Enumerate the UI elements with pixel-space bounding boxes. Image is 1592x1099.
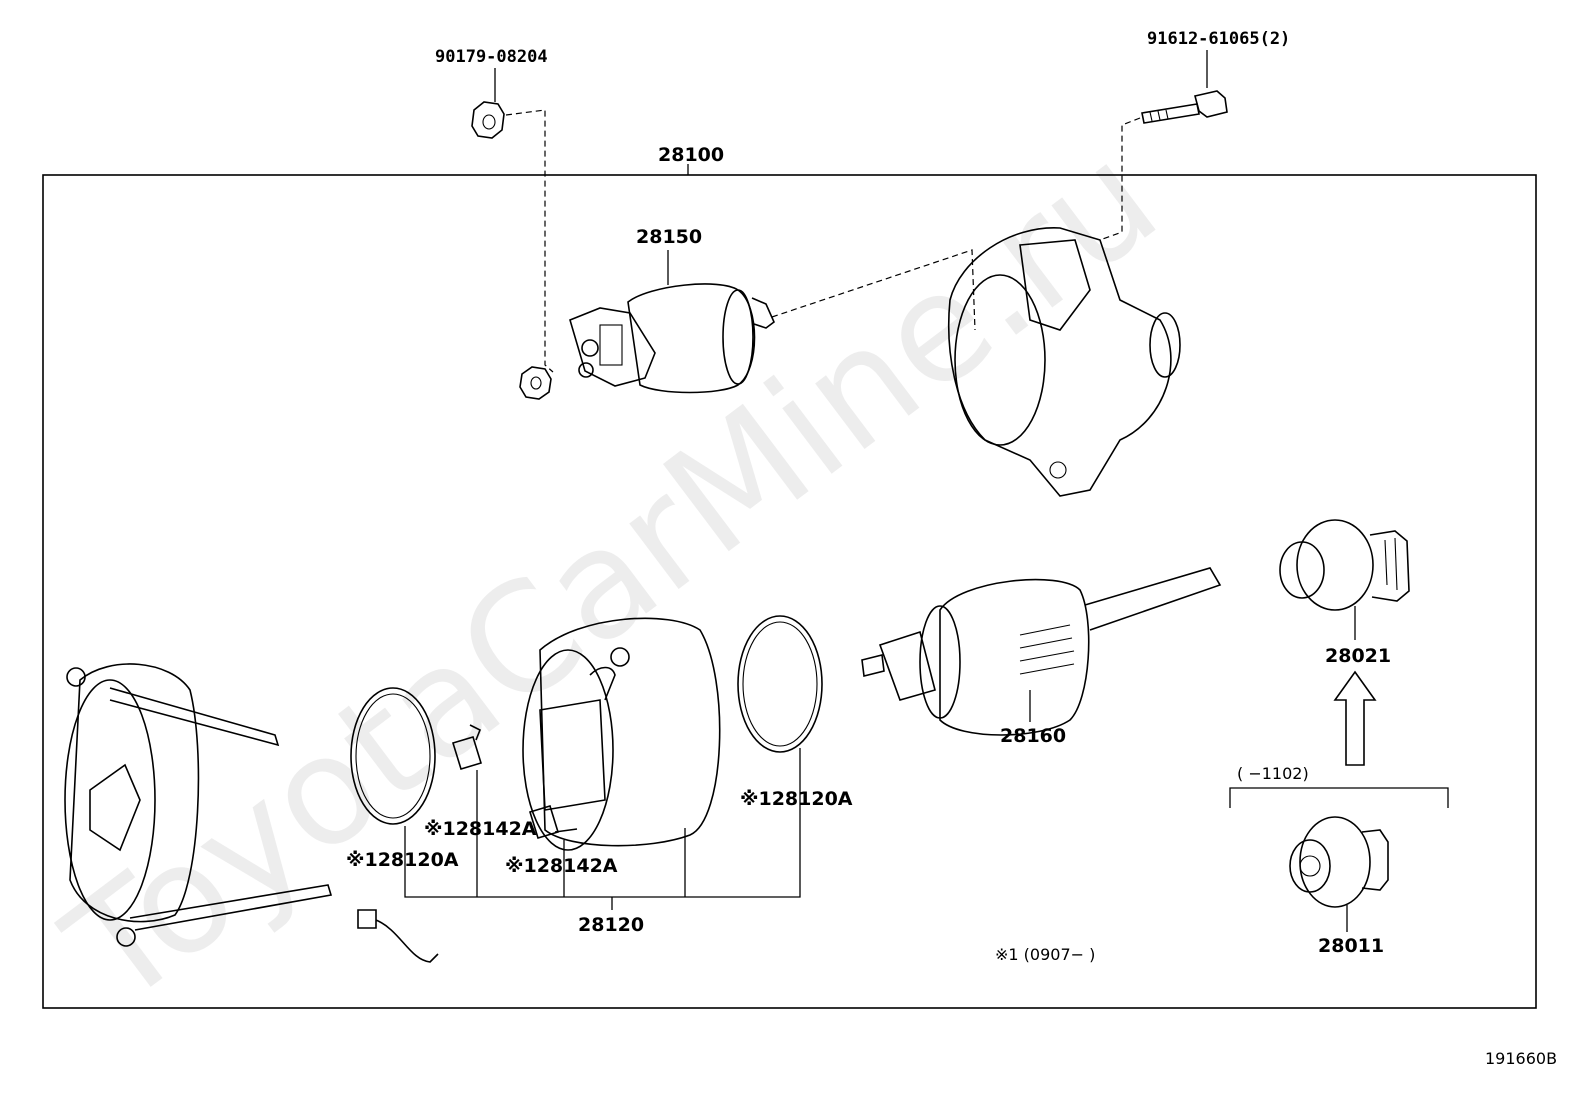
yoke [522, 617, 721, 851]
o-ring-right [737, 615, 823, 753]
assembly-frame [42, 174, 1537, 1009]
label-oring-right: ※128120A [740, 788, 853, 810]
starter-drive-lower [1289, 816, 1389, 908]
label-drive-upper: 28021 [1325, 645, 1391, 667]
brush-upper [451, 724, 483, 770]
starter-drive-upper [1279, 519, 1410, 611]
bolt-top [1141, 90, 1228, 124]
solenoid-switch [569, 283, 775, 394]
label-solenoid: 28150 [636, 226, 702, 248]
label-brush-upper: ※128142A [424, 818, 537, 840]
nut-lower [519, 366, 552, 400]
diagram-code: 191660B [1485, 1049, 1557, 1068]
o-ring-left [350, 687, 436, 825]
range-note: ( −1102) [1237, 764, 1309, 783]
brush-lower [528, 805, 578, 839]
lead-wire [357, 909, 439, 963]
label-armature: 28160 [1000, 725, 1066, 747]
label-assembly: 28100 [658, 144, 724, 166]
nut-top [471, 101, 505, 139]
label-bolt-top: 91612-61065(2) [1147, 29, 1290, 49]
label-brush-lower: ※128142A [505, 855, 618, 877]
armature [861, 567, 1222, 736]
label-drive-lower: 28011 [1318, 935, 1384, 957]
drive-housing [947, 227, 1181, 497]
label-yoke-assy: 28120 [578, 914, 644, 936]
label-nut-top: 90179-08204 [435, 47, 548, 67]
arrow-up [1333, 670, 1377, 766]
footnote: ※1 (0907− ) [995, 945, 1095, 964]
label-oring-left: ※128120A [346, 849, 459, 871]
commutator-end-frame [64, 663, 333, 947]
